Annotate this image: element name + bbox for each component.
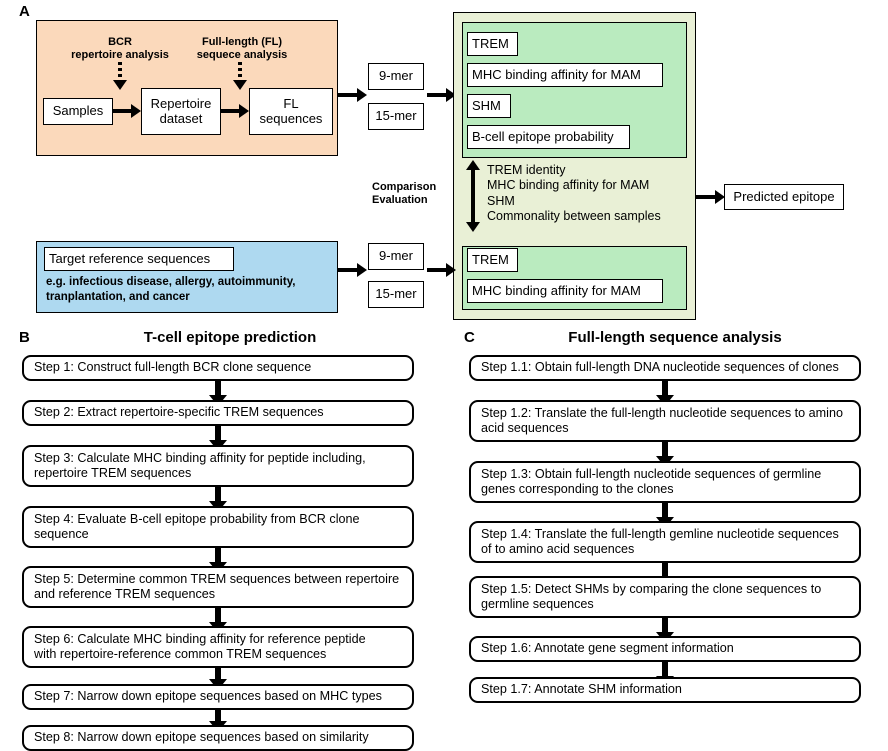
reference-to-mer-arrow [338, 263, 368, 277]
comparison-double-arrow [466, 160, 480, 232]
panel-b-step-7: Step 7: Narrow down epitope sequences ba… [22, 684, 414, 710]
samples-to-dataset-arrow [113, 104, 141, 118]
panel-c-title: Full-length sequence analysis [568, 329, 782, 346]
target-reference-examples: e.g. infectious disease, allergy, autoim… [46, 276, 296, 303]
panel-b-step-5: Step 5: Determine common TREM sequences … [22, 566, 414, 608]
panel-b-step-1: Step 1: Construct full-length BCR clone … [22, 355, 414, 381]
dataset-to-fl-arrow [221, 104, 249, 118]
panel-b-step-6: Step 6: Calculate MHC binding affinity f… [22, 626, 414, 668]
panel-c-step-1-6: Step 1.6: Annotate gene segment informat… [469, 636, 861, 662]
panel-c-step-1-1: Step 1.1: Obtain full-length DNA nucleot… [469, 355, 861, 381]
panel-c-step-1-7: Step 1.7: Annotate SHM information [469, 677, 861, 703]
repertoire-feature-mhc-binding: MHC binding affinity for MAM [467, 63, 663, 87]
green-to-output-arrow [696, 190, 726, 204]
panel-a-letter: A [19, 3, 30, 20]
bcr-analysis-dotted-arrow [113, 62, 127, 98]
comparison-evaluation-label: Comparison Evaluation [372, 181, 437, 206]
repertoire-feature-shm: SHM [467, 94, 511, 118]
samples-box: Samples [43, 98, 113, 125]
panel-b-letter: B [19, 329, 30, 346]
panel-c-step-1-4: Step 1.4: Translate the full-length geml… [469, 521, 861, 563]
panel-c-step-1-2: Step 1.2: Translate the full-length nucl… [469, 400, 861, 442]
repertoire-dataset-box: Repertoire dataset [141, 88, 221, 135]
panel-b-title: T-cell epitope prediction [143, 329, 317, 346]
bcr-repertoire-analysis-caption: BCR repertoire analysis [71, 36, 169, 61]
repertoire-feature-trem: TREM [467, 32, 518, 56]
panel-c-step-1-3: Step 1.3: Obtain full-length nucleotide … [469, 461, 861, 503]
mer-15-box-bottom: 15-mer [368, 281, 424, 308]
panel-b-step-8: Step 8: Narrow down epitope sequences ba… [22, 725, 414, 751]
panel-c-step-1-5: Step 1.5: Detect SHMs by comparing the c… [469, 576, 861, 618]
fl-analysis-dotted-arrow [233, 62, 247, 98]
reference-feature-mhc-binding: MHC binding affinity for MAM [467, 279, 663, 303]
comparison-criteria-list: TREM identity MHC binding affinity for M… [487, 163, 661, 224]
mer-15-box-top: 15-mer [368, 103, 424, 130]
repertoire-to-mer-arrow [338, 88, 368, 102]
mer-top-to-green-arrow [427, 88, 457, 102]
panel-b-step-2: Step 2: Extract repertoire-specific TREM… [22, 400, 414, 426]
target-reference-title-box: Target reference sequences [44, 247, 234, 271]
mer-9-box-bottom: 9-mer [368, 243, 424, 270]
fl-sequence-analysis-caption: Full-length (FL) sequece analysis [196, 36, 288, 61]
reference-feature-trem: TREM [467, 248, 518, 272]
mer-bottom-to-green-arrow [427, 263, 457, 277]
fl-sequences-box: FL sequences [249, 88, 333, 135]
repertoire-feature-bcell-epitope: B-cell epitope probability [467, 125, 630, 149]
panel-c-letter: C [464, 329, 475, 346]
predicted-epitope-box: Predicted epitope [724, 184, 844, 210]
panel-b-step-3: Step 3: Calculate MHC binding affinity f… [22, 445, 414, 487]
mer-9-box-top: 9-mer [368, 63, 424, 90]
panel-b-step-4: Step 4: Evaluate B-cell epitope probabil… [22, 506, 414, 548]
